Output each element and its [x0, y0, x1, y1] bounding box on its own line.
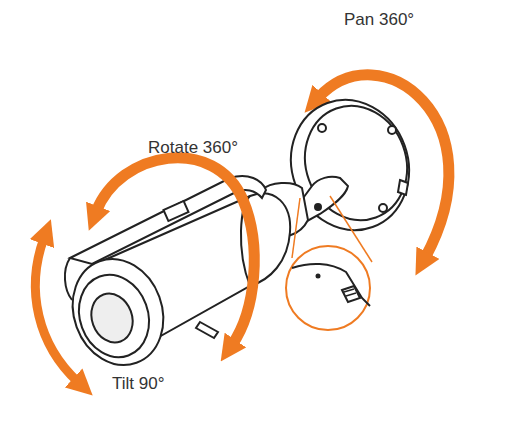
rotate-arrow	[96, 158, 254, 345]
detail-inset	[286, 196, 372, 330]
pan-label: Pan 360°	[344, 10, 414, 30]
tilt-label: Tilt 90°	[112, 374, 164, 394]
tilt-arrow	[35, 238, 78, 382]
rotate-label: Rotate 360°	[148, 138, 238, 158]
